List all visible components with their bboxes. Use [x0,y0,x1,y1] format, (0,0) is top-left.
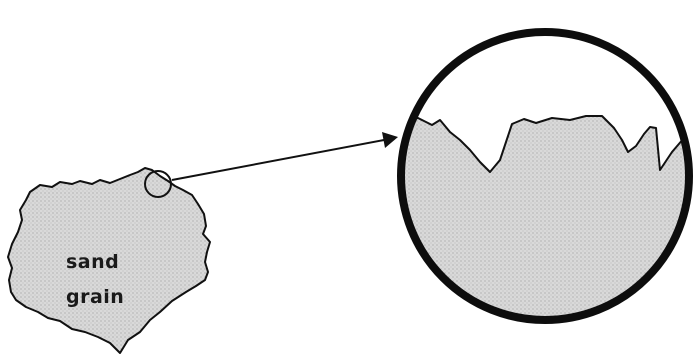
magnified-surface-group [400,116,694,330]
grain-label-line2: grain [66,286,124,308]
magnify-arrow-head [382,132,398,148]
grain-label-line1: sand [66,251,119,273]
magnified-grain-surface [400,116,694,330]
magnify-arrow-line [172,140,384,180]
